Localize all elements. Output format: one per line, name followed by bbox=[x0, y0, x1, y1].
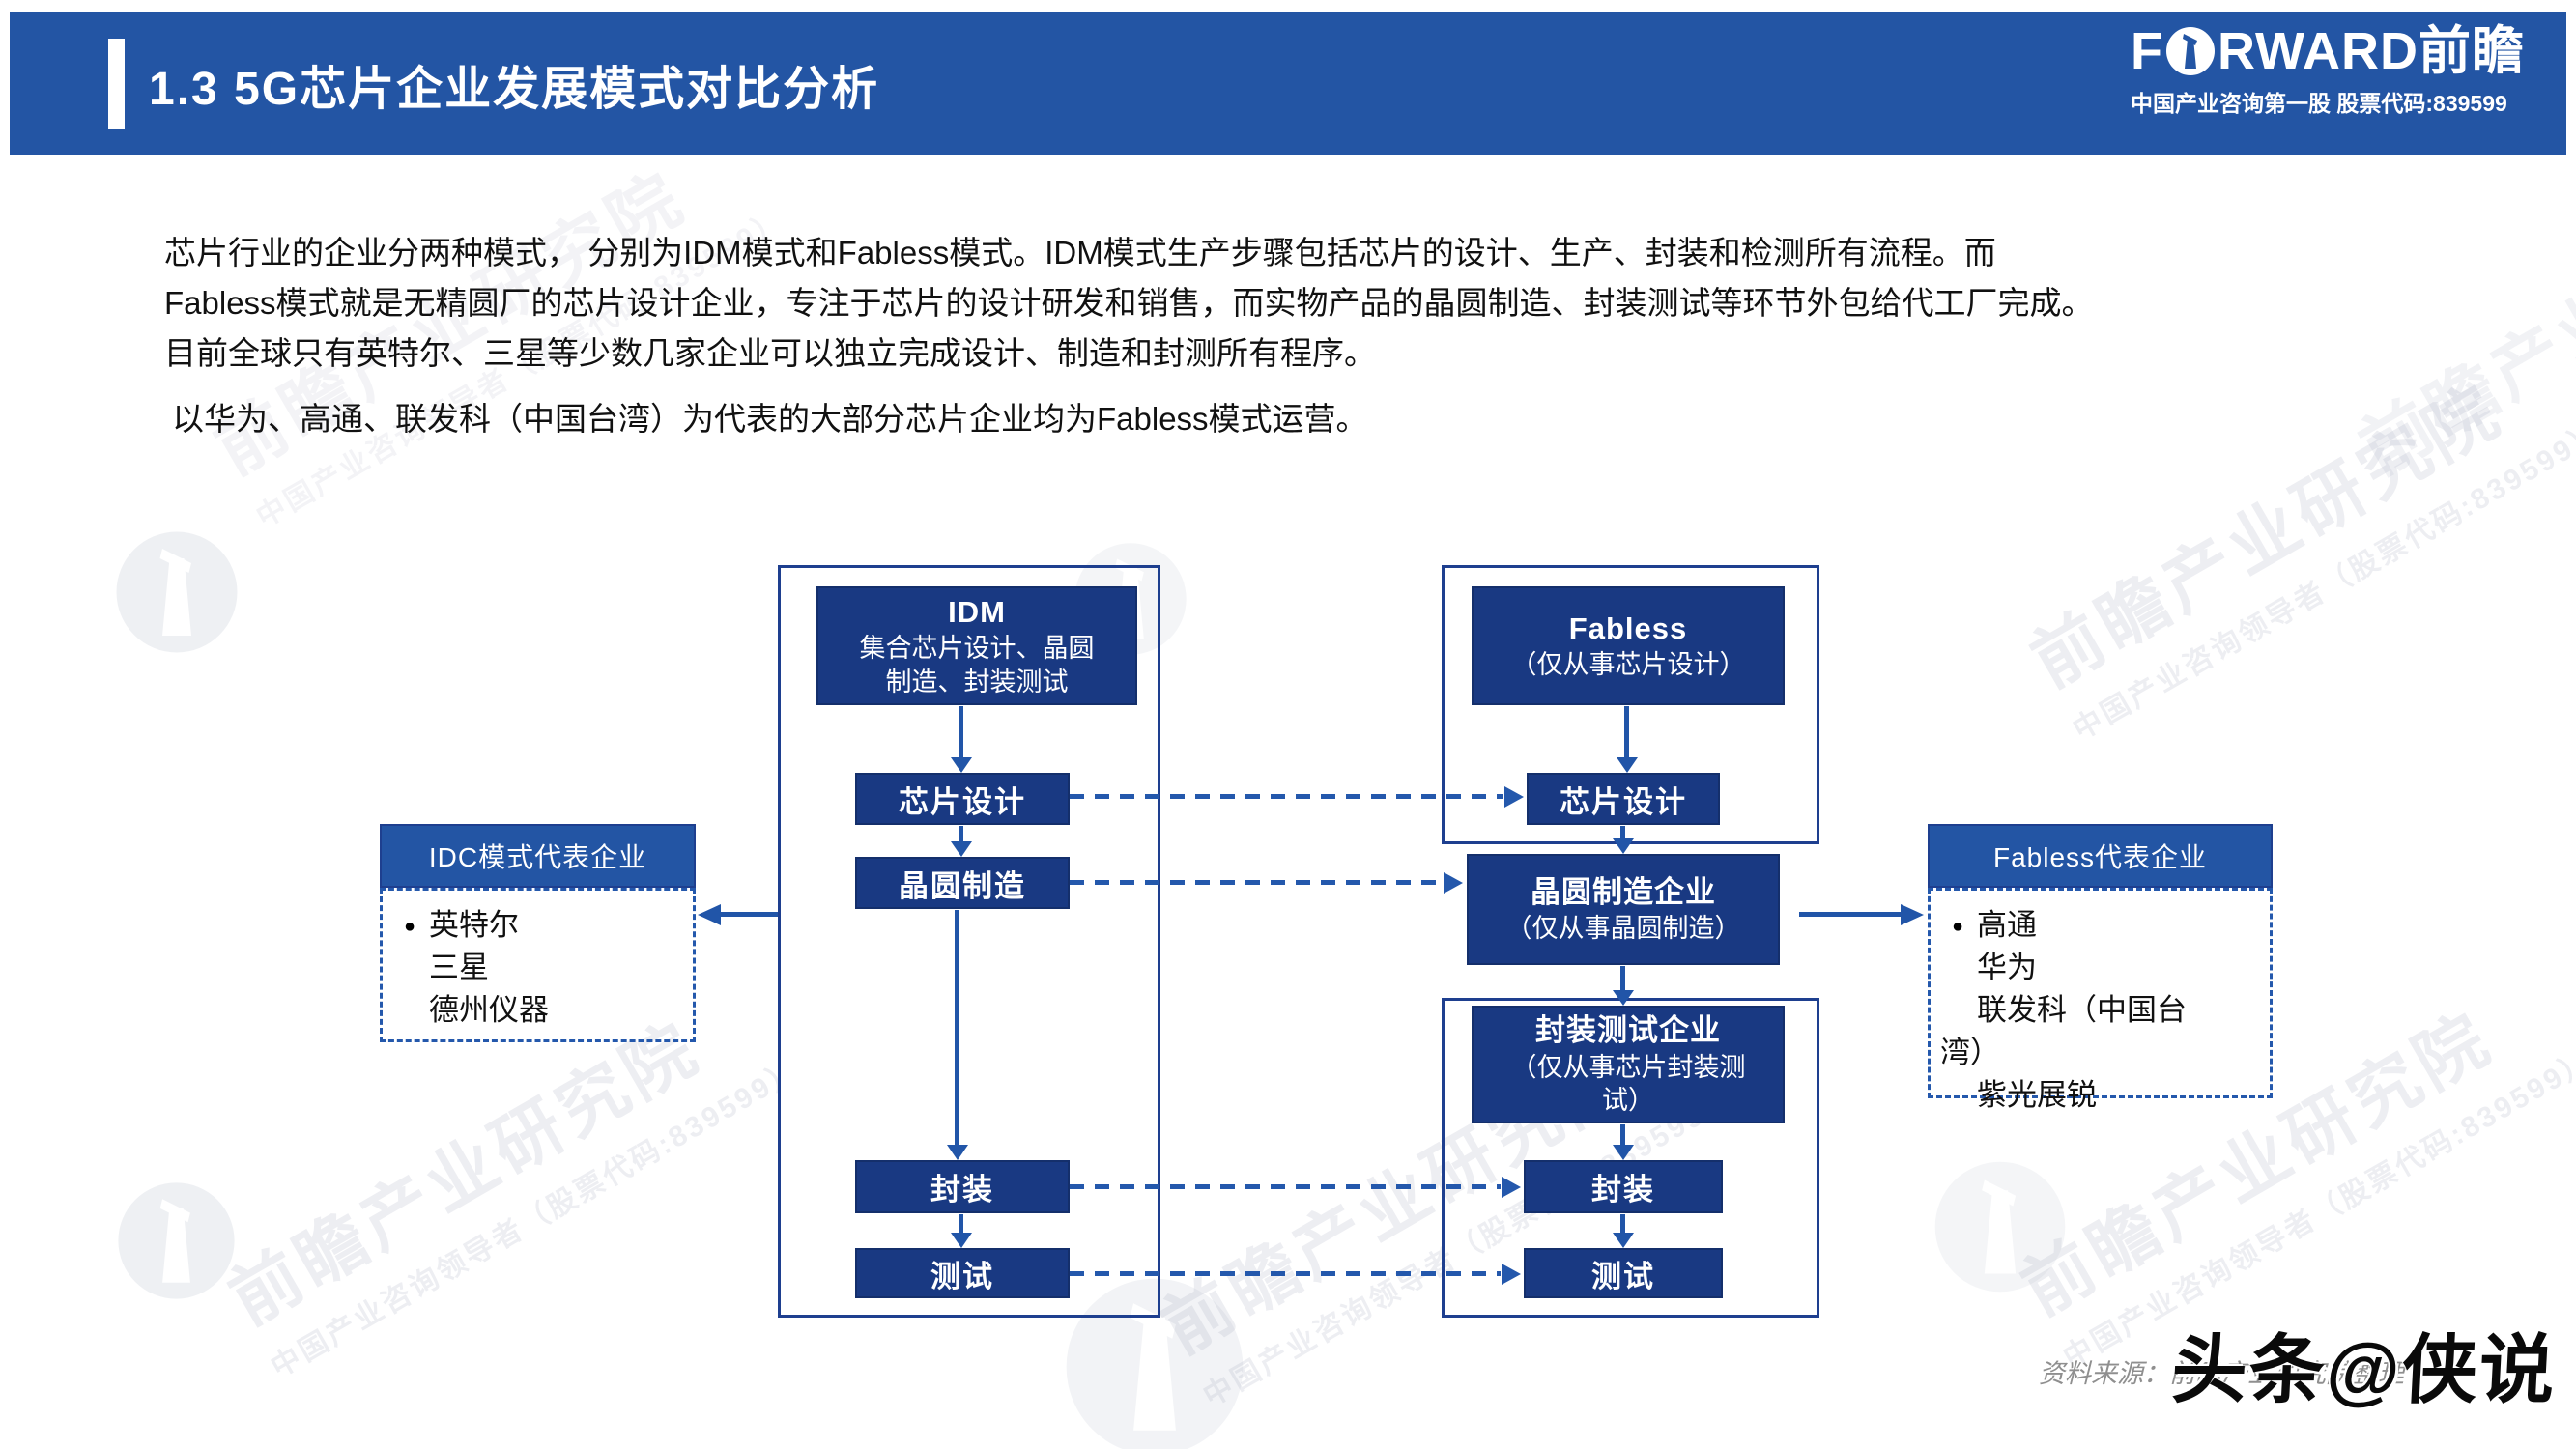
dashed-arrow-packaging bbox=[1070, 1184, 1501, 1189]
idm-header-box: IDM 集合芯片设计、晶圆 制造、封装测试 bbox=[816, 586, 1137, 705]
fabless-subtitle: （仅从事芯片设计） bbox=[1510, 650, 1746, 680]
wafer-foundry-title: 晶圆制造企业 bbox=[1531, 875, 1716, 910]
idm-step-chip-design: 芯片设计 bbox=[855, 773, 1070, 825]
brand-logo-main: F RWARD前瞻 bbox=[2131, 25, 2546, 77]
arrow-packaging-to-testing-right bbox=[1620, 1214, 1625, 1233]
secondary-paragraph: 以华为、高通、联发科（中国台湾）为代表的大部分芯片企业均为Fabless模式运营… bbox=[172, 401, 1368, 437]
bullet-icon: ● bbox=[1952, 916, 1964, 937]
bottom-watermark: 头条@侠说 bbox=[2169, 1327, 2560, 1412]
arrow-wafer-to-packaging bbox=[955, 910, 959, 1145]
fabless-title: Fabless bbox=[1568, 611, 1688, 646]
idm-step-packaging: 封装 bbox=[855, 1160, 1070, 1213]
idc-rep-header: IDC模式代表企业 bbox=[380, 824, 696, 888]
brand-tagline: 中国产业咨询第一股 股票代码:839599 bbox=[2131, 91, 2507, 116]
arrow-foundry-to-packtest bbox=[1620, 966, 1625, 990]
idm-title: IDM bbox=[948, 594, 1006, 629]
page-title: 1.3 5G芯片企业发展模式对比分析 bbox=[149, 64, 880, 115]
idm-flow-container bbox=[778, 565, 1160, 1318]
fabless-step-chip-design: 芯片设计 bbox=[1527, 773, 1720, 825]
lighthouse-watermark-icon bbox=[1934, 1161, 2066, 1293]
source-note: 资料来源：前瞻产业研究院整理 bbox=[2039, 1359, 2404, 1388]
arrow-fabless-to-design bbox=[1624, 706, 1629, 757]
idc-rep-item: 德州仪器 bbox=[429, 993, 549, 1028]
fabless-rep-body: ● 高通 华为 联发科（中国台 湾） 紫光展锐 bbox=[1928, 888, 2273, 1112]
intro-paragraph: 芯片行业的企业分两种模式， 分别为IDM模式和Fabless模式。IDM模式生产… bbox=[164, 235, 2094, 372]
idc-rep-item: 英特尔 bbox=[429, 908, 519, 942]
arrow-packtest-to-packaging bbox=[1620, 1124, 1625, 1145]
packtest-company-box: 封装测试企业 （仅从事芯片封装测 试） bbox=[1472, 1006, 1785, 1123]
logo-text-suffix: RWARD前瞻 bbox=[2218, 22, 2526, 80]
watermark-subtext: 中国产业咨询领导者（股票代码:839599） bbox=[266, 1053, 806, 1384]
lighthouse-icon bbox=[2166, 27, 2215, 75]
brand-logo: F RWARD前瞻 中国产业咨询第一股 股票代码:839599 bbox=[2131, 25, 2546, 118]
fabless-rep-item: 紫光展锐 bbox=[1977, 1078, 2097, 1113]
idm-step-testing: 测试 bbox=[855, 1248, 1070, 1298]
fabless-step-packaging: 封装 bbox=[1524, 1160, 1723, 1213]
idm-subtitle: 集合芯片设计、晶圆 制造、封装测试 bbox=[859, 634, 1095, 696]
fabless-rep-item: 联发科（中国台 湾） bbox=[1940, 993, 2187, 1070]
dashed-arrow-wafer-manufacturing bbox=[1070, 880, 1443, 885]
wafer-foundry-subtitle: （仅从事晶圆制造） bbox=[1505, 914, 1741, 944]
arrow-design-to-foundry bbox=[1620, 826, 1625, 838]
dashed-arrow-chip-design bbox=[1070, 794, 1503, 799]
packtest-company-title: 封装测试企业 bbox=[1535, 1013, 1721, 1048]
idm-step-wafer-manufacturing: 晶圆制造 bbox=[855, 857, 1070, 909]
title-accent-bar bbox=[108, 39, 125, 129]
fabless-rep-header: Fabless代表企业 bbox=[1928, 824, 2273, 888]
dashed-arrow-testing bbox=[1070, 1271, 1501, 1276]
lighthouse-watermark-icon bbox=[116, 531, 238, 653]
bullet-icon: ● bbox=[404, 916, 416, 937]
idc-rep-body: ● 英特尔 三星 德州仪器 bbox=[380, 888, 696, 1042]
fabless-header-box: Fabless （仅从事芯片设计） bbox=[1472, 586, 1785, 705]
logo-text-prefix: F bbox=[2131, 22, 2163, 80]
arrow-to-idc-rep bbox=[720, 912, 778, 917]
arrow-to-fabless-rep bbox=[1799, 912, 1902, 917]
arrow-packaging-to-testing bbox=[959, 1214, 963, 1233]
watermark-subtext: 中国产业咨询领导者（股票代码:839599） bbox=[2068, 415, 2576, 747]
fabless-step-testing: 测试 bbox=[1524, 1248, 1723, 1298]
background-watermark: 前瞻产业研究院 中国产业咨询领导者（股票代码:839599） bbox=[2010, 316, 2576, 748]
lighthouse-watermark-icon bbox=[118, 1182, 235, 1299]
wafer-foundry-box: 晶圆制造企业 （仅从事晶圆制造） bbox=[1467, 854, 1780, 965]
idc-rep-item: 三星 bbox=[429, 951, 489, 985]
fabless-rep-item: 华为 bbox=[1977, 951, 2037, 985]
fabless-rep-item: 高通 bbox=[1977, 908, 2037, 942]
arrow-design-to-wafer bbox=[959, 826, 963, 841]
title-bar bbox=[10, 12, 2566, 155]
arrow-idm-to-design bbox=[959, 706, 963, 757]
packtest-company-subtitle: （仅从事芯片封装测 试） bbox=[1510, 1052, 1746, 1116]
